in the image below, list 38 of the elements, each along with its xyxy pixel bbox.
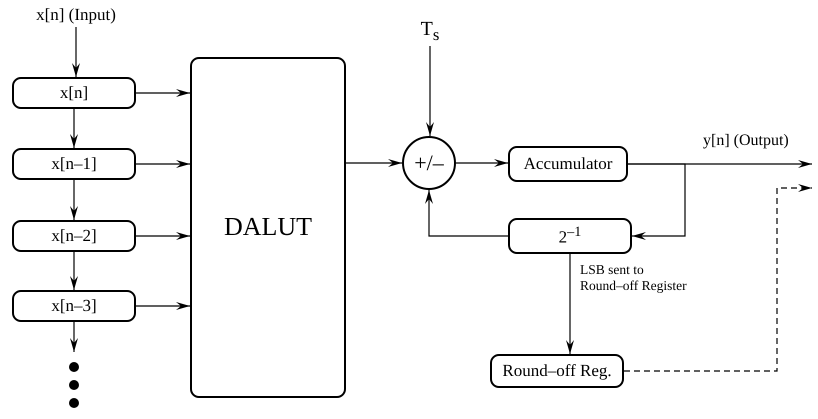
arrow xyxy=(70,252,78,290)
node-label: x[n–3] xyxy=(51,296,97,316)
node-label: DALUT xyxy=(224,213,312,242)
adder-circle xyxy=(402,136,456,190)
edge-label: y[n] (Output) xyxy=(703,132,789,150)
register-box xyxy=(12,77,136,109)
register-box xyxy=(490,354,624,388)
lookup-table-box xyxy=(190,57,346,398)
arrow xyxy=(425,190,508,237)
arrow xyxy=(136,232,190,240)
register-box xyxy=(508,146,628,182)
node-label: 2$^{–1}$ xyxy=(558,224,582,248)
arrow xyxy=(624,184,812,372)
signal-label: T$_{s}$ xyxy=(420,18,440,44)
node-label: x[n–2] xyxy=(51,226,97,246)
node-label: Accumulator xyxy=(524,154,612,174)
arrow xyxy=(72,27,80,77)
node-label: x[n–1] xyxy=(51,154,97,174)
arrow xyxy=(70,322,78,352)
node-label: +/– xyxy=(414,150,444,176)
arrow xyxy=(136,302,190,310)
register-box xyxy=(508,218,632,254)
arrow xyxy=(70,180,78,220)
arrow xyxy=(628,163,686,240)
arrow xyxy=(136,160,190,168)
edge-label: LSB sent to Round–off Register xyxy=(580,262,688,294)
register-box xyxy=(12,290,136,322)
arrow xyxy=(566,254,574,354)
node-label: Round–off Reg. xyxy=(502,362,612,380)
register-box xyxy=(12,220,136,252)
register-box xyxy=(12,148,136,180)
arrow xyxy=(136,89,190,97)
arrow xyxy=(70,109,78,148)
arrow xyxy=(426,46,434,136)
node-label: x[n] xyxy=(60,84,88,102)
signal-label: x[n] (Input) xyxy=(36,6,116,24)
arrow xyxy=(346,159,402,167)
arrow xyxy=(456,159,508,167)
